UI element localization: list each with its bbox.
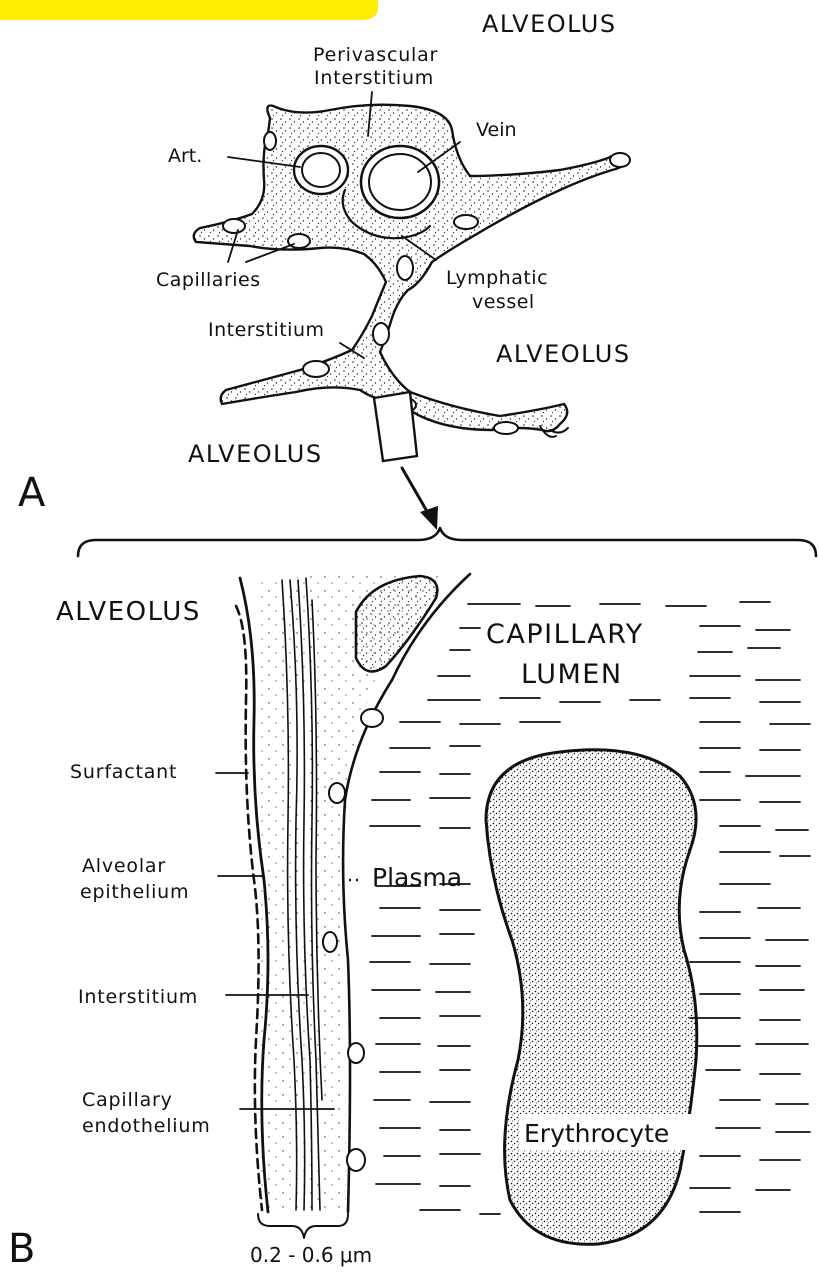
alveolus-label-a-bottom: ALVEOLUS bbox=[188, 440, 323, 468]
zoom-box bbox=[374, 392, 417, 461]
capillaries-label: Capillaries bbox=[156, 269, 261, 291]
vein bbox=[361, 146, 439, 218]
surfactant-label: Surfactant bbox=[70, 761, 177, 783]
capillary-endothelium-label-line2: endothelium bbox=[82, 1115, 211, 1137]
alveolus-label-b: ALVEOLUS bbox=[56, 597, 201, 627]
capillary-endothelium-label-line1: Capillary bbox=[82, 1089, 173, 1111]
thickness-label: 0.2 - 0.6 μm bbox=[250, 1243, 372, 1267]
lymphatic-label-line2: vessel bbox=[472, 291, 535, 313]
thickness-brace bbox=[258, 1214, 348, 1238]
alveolar-epithelium-label-line2: epithelium bbox=[80, 881, 189, 903]
plasma-label: Plasma bbox=[372, 863, 462, 892]
panel-a: ALVEOLUS Perivascular Interstitium Art. … bbox=[18, 10, 631, 530]
interstitium-label-a: Interstitium bbox=[208, 319, 325, 341]
alveolar-epithelium-label-line1: Alveolar bbox=[82, 855, 166, 877]
erythrocyte-label: Erythrocyte bbox=[524, 1119, 669, 1148]
lymphatic-label-line1: Lymphatic bbox=[446, 267, 548, 289]
erythrocyte-cell bbox=[486, 750, 697, 1245]
perivascular-label-line2: Interstitium bbox=[314, 67, 434, 89]
panel-a-letter: A bbox=[18, 470, 46, 516]
capillary-lumen-label-line2: LUMEN bbox=[521, 659, 623, 690]
artery bbox=[294, 146, 348, 194]
alveolus-label-a-right: ALVEOLUS bbox=[496, 340, 631, 368]
capillary-lumen-label-line1: CAPILLARY bbox=[486, 619, 644, 650]
panel-b: ALVEOLUS CAPILLARY LUMEN Surfactant Alve… bbox=[8, 571, 810, 1272]
vein-label: Vein bbox=[476, 119, 517, 141]
perivascular-label-line1: Perivascular bbox=[313, 44, 438, 66]
panel-b-letter: B bbox=[8, 1226, 35, 1272]
highlight-bar bbox=[0, 0, 378, 20]
expansion-brace bbox=[78, 528, 816, 556]
art-label: Art. bbox=[168, 145, 202, 167]
alveolus-label-a-top: ALVEOLUS bbox=[482, 10, 617, 38]
interstitium-label-b: Interstitium bbox=[78, 986, 198, 1008]
